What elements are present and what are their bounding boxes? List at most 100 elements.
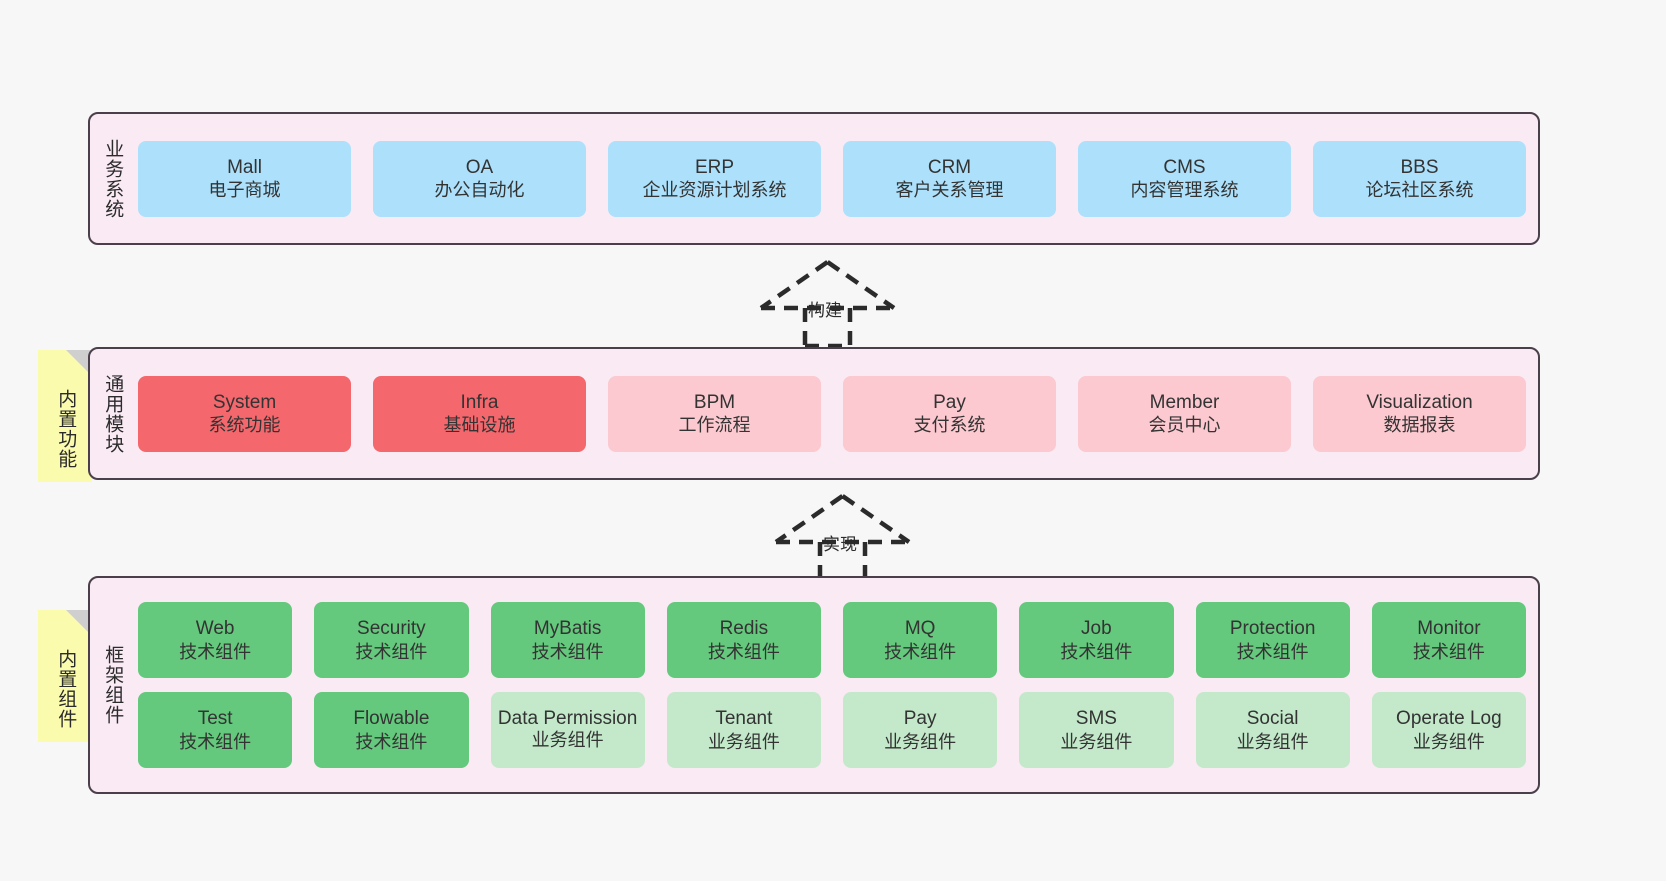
card-title: SMS xyxy=(1075,708,1117,730)
card-subtitle: 业务组件 xyxy=(531,730,604,751)
card-bpm[interactable]: BPM 工作流程 xyxy=(608,375,821,452)
card-title: MyBatis xyxy=(533,618,602,640)
card-row: Test 技术组件 Flowable 技术组件 Data Permission … xyxy=(138,692,1526,768)
card-pay-component[interactable]: Pay 业务组件 xyxy=(843,692,998,768)
card-pay-module[interactable]: Pay 支付系统 xyxy=(843,375,1056,452)
card-redis[interactable]: Redis 技术组件 xyxy=(666,602,821,678)
layer-body-framework-components: Web 技术组件 Security 技术组件 MyBatis 技术组件 Redi… xyxy=(134,578,1538,792)
card-subtitle: 业务组件 xyxy=(884,731,957,752)
card-subtitle: 业务组件 xyxy=(1236,731,1309,752)
card-test[interactable]: Test 技术组件 xyxy=(138,692,293,768)
card-title: Visualization xyxy=(1366,391,1473,413)
connector-build: 构建 xyxy=(755,258,900,349)
card-title: MQ xyxy=(904,618,936,640)
card-security[interactable]: Security 技术组件 xyxy=(314,602,469,678)
card-visualization[interactable]: Visualization 数据报表 xyxy=(1313,375,1526,452)
card-protection[interactable]: Protection 技术组件 xyxy=(1195,602,1350,678)
card-title: Operate Log xyxy=(1396,708,1502,730)
note-builtin-features: 内置功能 xyxy=(38,350,92,482)
card-subtitle: 技术组件 xyxy=(531,641,604,662)
card-oa[interactable]: OA 办公自动化 xyxy=(373,140,586,217)
page-fold-icon xyxy=(66,610,92,636)
card-subtitle: 技术组件 xyxy=(179,641,252,662)
layer-body-common-modules: System 系统功能 Infra 基础设施 BPM 工作流程 Pay 支付系统… xyxy=(134,349,1538,478)
card-bbs[interactable]: BBS 论坛社区系统 xyxy=(1313,140,1526,217)
card-title: Member xyxy=(1149,391,1220,413)
card-mall[interactable]: Mall 电子商城 xyxy=(138,140,351,217)
card-flowable[interactable]: Flowable 技术组件 xyxy=(314,692,469,768)
card-title: Web xyxy=(195,618,235,640)
card-sms[interactable]: SMS 业务组件 xyxy=(1019,692,1174,768)
card-title: Protection xyxy=(1229,618,1316,640)
card-subtitle: 技术组件 xyxy=(884,641,957,662)
card-subtitle: 支付系统 xyxy=(913,415,986,436)
card-subtitle: 会员中心 xyxy=(1148,415,1221,436)
card-data-permission[interactable]: Data Permission 业务组件 xyxy=(490,692,645,768)
card-title: CMS xyxy=(1163,156,1206,178)
card-subtitle: 技术组件 xyxy=(179,731,252,752)
layer-body-business-system: Mall 电子商城 OA 办公自动化 ERP 企业资源计划系统 CRM 客户关系… xyxy=(134,114,1538,243)
card-subtitle: 电子商城 xyxy=(208,180,281,201)
card-title: Monitor xyxy=(1417,618,1481,640)
card-subtitle: 技术组件 xyxy=(355,641,428,662)
page-fold-icon xyxy=(66,350,92,376)
card-member[interactable]: Member 会员中心 xyxy=(1078,375,1291,452)
card-subtitle: 客户关系管理 xyxy=(895,180,1004,201)
card-cms[interactable]: CMS 内容管理系统 xyxy=(1078,140,1291,217)
card-row: Web 技术组件 Security 技术组件 MyBatis 技术组件 Redi… xyxy=(138,602,1526,678)
generalization-arrow-icon xyxy=(759,260,896,349)
card-subtitle: 内容管理系统 xyxy=(1130,180,1239,201)
card-crm[interactable]: CRM 客户关系管理 xyxy=(843,140,1056,217)
card-subtitle: 业务组件 xyxy=(707,731,780,752)
layer-common-modules: 通用模块 System 系统功能 Infra 基础设施 BPM 工作流程 Pay… xyxy=(88,347,1540,480)
note-label: 内置组件 xyxy=(55,649,77,729)
card-title: System xyxy=(212,391,277,413)
card-row: System 系统功能 Infra 基础设施 BPM 工作流程 Pay 支付系统… xyxy=(138,375,1526,452)
card-operate-log[interactable]: Operate Log 业务组件 xyxy=(1371,692,1526,768)
card-title: Social xyxy=(1246,708,1299,730)
card-title: Flowable xyxy=(353,708,430,730)
card-subtitle: 业务组件 xyxy=(1412,731,1485,752)
card-mybatis[interactable]: MyBatis 技术组件 xyxy=(490,602,645,678)
card-subtitle: 办公自动化 xyxy=(434,180,525,201)
card-subtitle: 企业资源计划系统 xyxy=(642,180,787,201)
layer-title-common-modules: 通用模块 xyxy=(102,373,124,454)
card-title: Pay xyxy=(933,391,966,413)
card-subtitle: 技术组件 xyxy=(1236,641,1309,662)
note-label: 内置功能 xyxy=(55,389,77,469)
card-title: Mall xyxy=(227,156,262,178)
card-title: Redis xyxy=(719,618,769,640)
card-title: ERP xyxy=(694,156,735,178)
layer-business-system: 业务系统 Mall 电子商城 OA 办公自动化 ERP 企业资源计划系统 CRM… xyxy=(88,112,1540,245)
card-mq[interactable]: MQ 技术组件 xyxy=(843,602,998,678)
card-subtitle: 系统功能 xyxy=(208,415,281,436)
card-subtitle: 技术组件 xyxy=(1060,641,1133,662)
card-subtitle: 基础设施 xyxy=(443,415,516,436)
card-tenant[interactable]: Tenant 业务组件 xyxy=(666,692,821,768)
card-subtitle: 技术组件 xyxy=(707,641,780,662)
note-builtin-components: 内置组件 xyxy=(38,610,92,742)
card-title: Infra xyxy=(460,391,499,413)
card-subtitle: 技术组件 xyxy=(1412,641,1485,662)
card-subtitle: 技术组件 xyxy=(355,731,428,752)
card-subtitle: 工作流程 xyxy=(678,415,751,436)
connector-implement-label: 实现 xyxy=(823,535,857,554)
layer-title-framework-components: 框架组件 xyxy=(102,645,124,725)
card-monitor[interactable]: Monitor 技术组件 xyxy=(1371,602,1526,678)
layer-framework-components: 框架组件 Web 技术组件 Security 技术组件 MyBatis 技术组件… xyxy=(88,576,1540,794)
card-row: Mall 电子商城 OA 办公自动化 ERP 企业资源计划系统 CRM 客户关系… xyxy=(138,140,1526,217)
card-social[interactable]: Social 业务组件 xyxy=(1195,692,1350,768)
card-job[interactable]: Job 技术组件 xyxy=(1019,602,1174,678)
card-subtitle: 业务组件 xyxy=(1060,731,1133,752)
card-erp[interactable]: ERP 企业资源计划系统 xyxy=(608,140,821,217)
connector-implement: 实现 xyxy=(770,492,915,583)
card-title: BBS xyxy=(1400,156,1439,178)
card-web[interactable]: Web 技术组件 xyxy=(138,602,293,678)
card-system[interactable]: System 系统功能 xyxy=(138,375,351,452)
card-infra[interactable]: Infra 基础设施 xyxy=(373,375,586,452)
card-title: Test xyxy=(197,708,233,730)
card-title: Pay xyxy=(903,708,937,730)
card-title: CRM xyxy=(927,156,972,178)
card-subtitle: 论坛社区系统 xyxy=(1365,180,1474,201)
card-title: BPM xyxy=(693,391,736,413)
